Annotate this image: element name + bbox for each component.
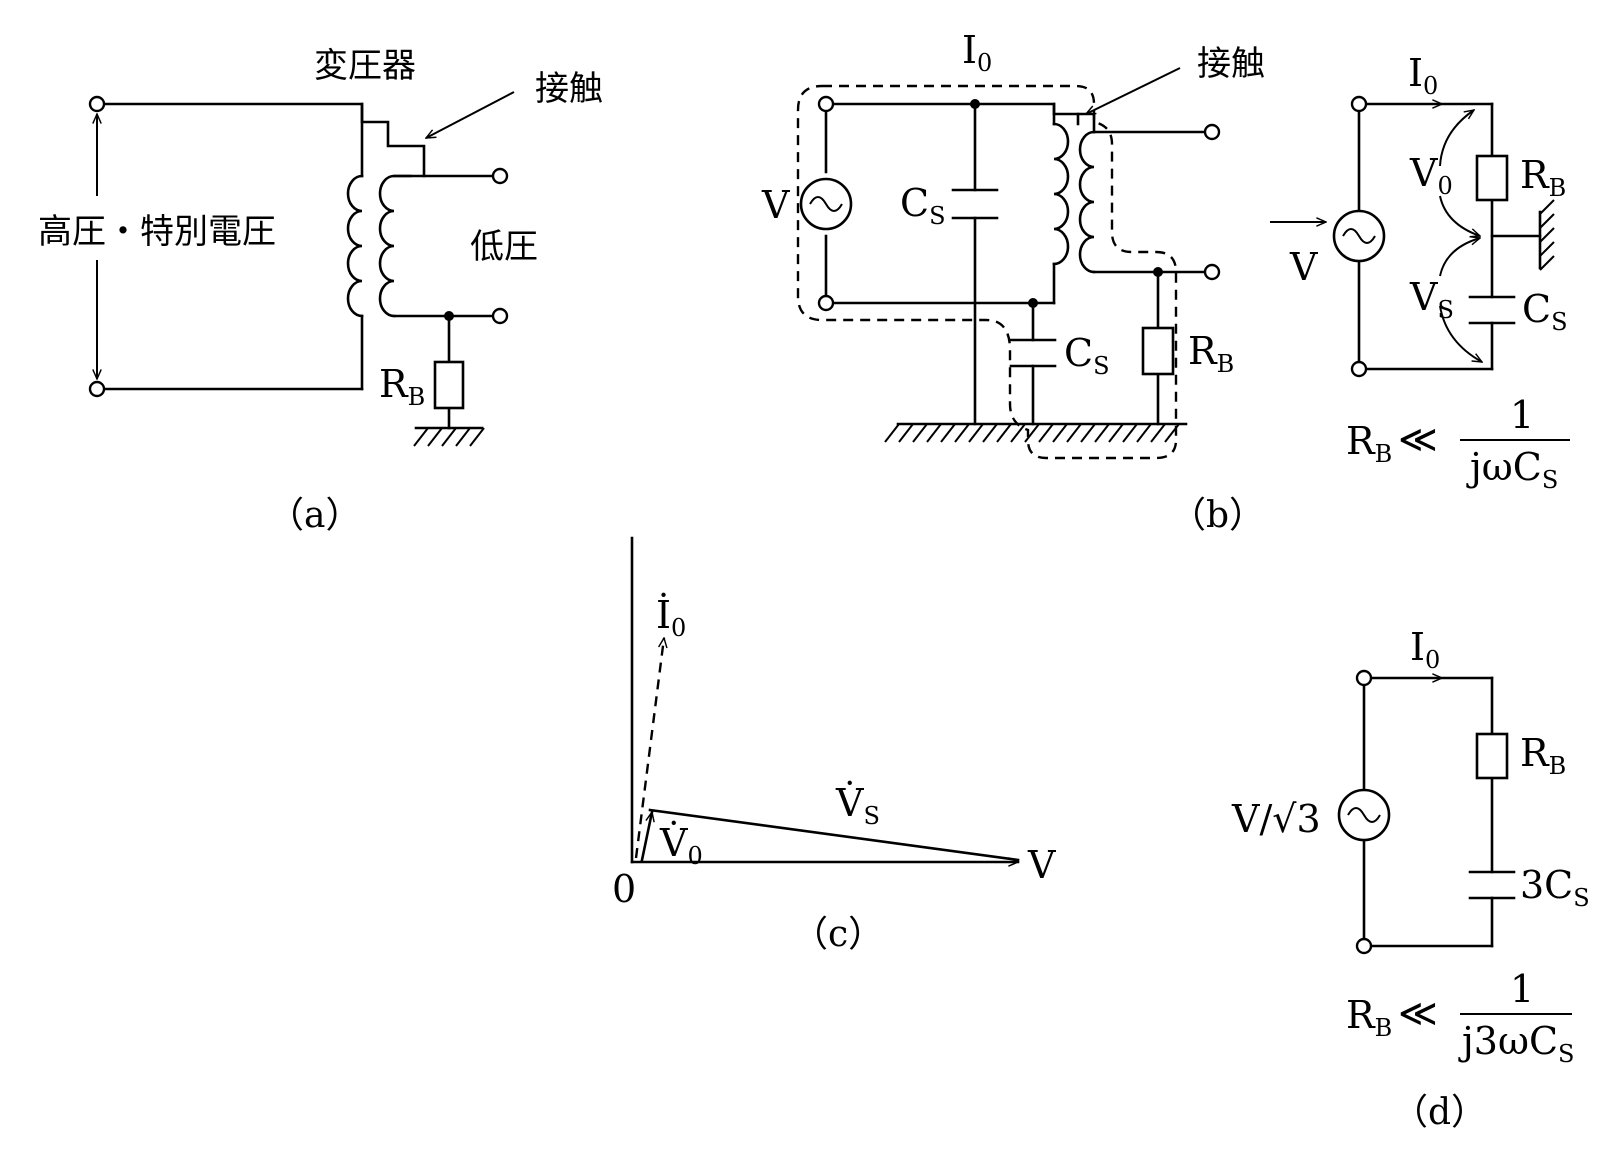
fig-d-source-label: V/√3: [1231, 797, 1321, 841]
fig-b-eq-ac-source-wave: [1342, 228, 1376, 244]
fig-d-condition: RB ≪ 1 j3ωCS: [1346, 967, 1574, 1068]
svg-text:j3ωCS: j3ωCS: [1458, 1019, 1574, 1068]
fig-b-junction-dot-top: [970, 99, 980, 109]
fig-b-eq-rb-label: RB: [1520, 153, 1566, 202]
fig-c-phasor-vs: [648, 808, 1020, 862]
fig-b-eq-resistor-rb: [1475, 154, 1509, 202]
fig-b-eq-vs-arrow-bottom: [1439, 305, 1482, 363]
fig-c-vs-label: V̇S: [835, 781, 880, 830]
fig-b-v-label: V: [761, 183, 790, 227]
svg-text:RB: RB: [1346, 419, 1392, 468]
fig-c-i0-label: İ0: [656, 593, 686, 642]
fig-b-rb-label: RB: [1188, 329, 1234, 378]
fig-c-phasor-i0: [634, 638, 664, 859]
fig-a-low-voltage-label: 低圧: [470, 227, 538, 267]
fig-b-terminal-top-right: [1203, 123, 1221, 141]
fig-b-eq-cs-label: CS: [1522, 287, 1568, 336]
svg-text:1: 1: [1510, 393, 1534, 437]
fig-b-eq-terminal-top: [1350, 95, 1368, 113]
fig-b-eq-v0-label: V0: [1409, 151, 1453, 200]
figure-b-equivalent: I0 V V0 VS RB CS RB ≪ 1 jωCS: [1270, 51, 1570, 494]
fig-b-junction-dot-rb: [1153, 267, 1163, 277]
fig-b-junction-dot-bottom: [1028, 298, 1038, 308]
fig-b-eq-terminal-bottom: [1350, 360, 1368, 378]
fig-b-ground-hatch: [884, 423, 1180, 443]
fig-b-eq-ground-hatch: [1539, 199, 1555, 271]
fig-a-terminal-lv-bottom: [491, 307, 509, 325]
fig-a-primary-coil: [346, 174, 364, 318]
fig-b-cs2-label: CS: [1064, 331, 1110, 380]
fig-b-current-loop-dashed: [796, 84, 1178, 460]
figure-b: I0 接触 V CS CS RB （b）: [761, 28, 1265, 536]
fig-a-secondary-coil: [378, 174, 412, 318]
svg-text:RB: RB: [1346, 993, 1392, 1042]
fig-b-contact-label: 接触: [1197, 44, 1265, 84]
fig-b-ac-source-wave: [809, 196, 843, 212]
fig-a-junction-dot: [444, 311, 454, 321]
fig-b-secondary-coil: [1078, 130, 1096, 274]
fig-d-ac-source-wave: [1347, 807, 1381, 823]
fig-b-primary-coil: [1052, 122, 1070, 266]
fig-d-resistor-rb: [1475, 732, 1509, 780]
fig-b-terminal-bottom-right: [1203, 263, 1221, 281]
fig-d-caption: （d）: [1392, 1092, 1487, 1133]
svg-text:1: 1: [1510, 967, 1534, 1011]
fig-c-origin-label: 0: [612, 867, 636, 911]
svg-text:≪: ≪: [1398, 991, 1438, 1035]
fig-a-contact-label: 接触: [535, 69, 603, 109]
fig-a-rb-label: RB: [379, 362, 425, 411]
fig-a-contact-arrow: [426, 91, 515, 139]
fig-d-cs-label: 3CS: [1520, 863, 1590, 912]
figure-d: I0 V/√3 RB 3CS RB ≪ 1 j3ωCS （d）: [1231, 625, 1590, 1133]
fig-b-cs1-label: CS: [900, 181, 946, 230]
fig-a-terminal-hv-bottom: [88, 380, 106, 398]
fig-b-eq-condition: RB ≪ 1 jωCS: [1346, 393, 1570, 494]
fig-a-transformer-label: 変圧器: [314, 46, 416, 86]
fig-b-eq-v0-arrow-top: [1439, 110, 1474, 167]
fig-b-eq-vs-arrow-top: [1439, 238, 1480, 277]
fig-b-terminal-bottom-left: [817, 294, 835, 312]
fig-b-resistor-rb: [1141, 326, 1175, 376]
fig-a-resistor-rb: [433, 360, 465, 410]
fig-d-rb-label: RB: [1520, 731, 1566, 780]
fig-a-high-voltage-label: 高圧・特別電圧: [38, 212, 276, 252]
fig-b-eq-v0-arrow-bottom: [1439, 195, 1480, 236]
fig-c-v-label: V: [1027, 843, 1056, 887]
fig-d-terminal-bottom: [1355, 937, 1373, 955]
fig-a-terminal-lv-top: [491, 167, 509, 185]
fig-b-caption: （b）: [1170, 495, 1265, 536]
svg-text:jωCS: jωCS: [1466, 445, 1558, 494]
fig-a-terminal-hv-top: [88, 95, 106, 113]
fig-d-i0-label: I0: [1410, 625, 1440, 674]
figure-c: İ0 V̇S V̇0 V 0 （c）: [612, 536, 1056, 955]
fig-d-terminal-top: [1355, 669, 1373, 687]
fig-b-eq-v-label: V: [1289, 245, 1318, 289]
fig-b-eq-wires: [1357, 102, 1542, 371]
svg-text:≪: ≪: [1398, 417, 1438, 461]
fig-a-ground-hatch: [413, 427, 485, 447]
fig-b-eq-i0-label: I0: [1408, 51, 1438, 100]
fig-b-wires: [824, 102, 1214, 426]
fig-b-eq-vs-label: VS: [1409, 275, 1454, 324]
fig-a-caption: （a）: [268, 495, 361, 536]
fig-c-phasor-v0: [640, 812, 652, 862]
fig-b-i0-label: I0: [962, 28, 992, 77]
figure-a: 変圧器 接触 高圧・特別電圧 低圧 RB （a）: [38, 46, 603, 536]
fig-c-v0-label: V̇0: [659, 821, 703, 870]
fig-c-caption: （c）: [792, 914, 884, 955]
fig-b-terminal-top-left: [817, 95, 835, 113]
fig-b-contact-arrow: [1086, 67, 1181, 115]
